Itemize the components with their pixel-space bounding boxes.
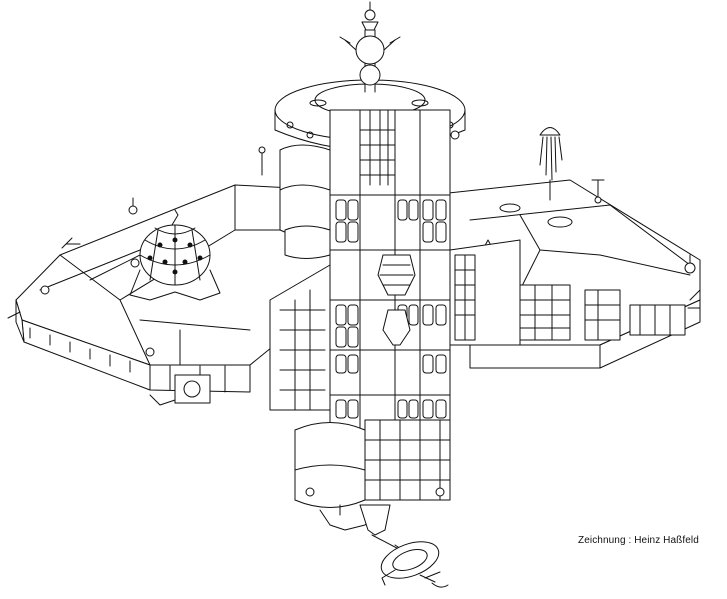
dome-module	[129, 209, 221, 301]
illustration-credit: Zeichnung : Heinz Haßfeld	[578, 535, 699, 546]
central-column	[269, 109, 521, 441]
lower-ring	[294, 419, 451, 531]
top-mast	[339, 1, 401, 93]
bottom-dish	[359, 504, 449, 588]
radiator-antenna	[539, 127, 563, 201]
